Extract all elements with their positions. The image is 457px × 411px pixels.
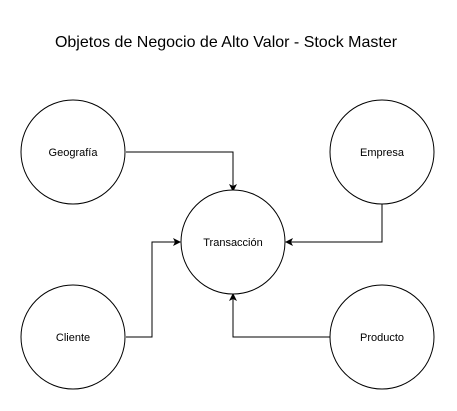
node-empresa: Empresa (329, 99, 435, 205)
node-geografia-circle (20, 99, 126, 205)
node-cliente-circle (20, 284, 126, 390)
node-geografia: Geografía (20, 99, 126, 205)
edge-geografia-transaccion (126, 151, 237, 192)
node-producto-circle (329, 284, 435, 390)
edge-cliente-transaccion (126, 238, 181, 338)
node-geografia-label: Geografía (49, 147, 99, 159)
edge-empresa-transaccion (285, 203, 383, 246)
node-empresa-label: Empresa (360, 147, 405, 159)
node-cliente-label: Cliente (56, 332, 90, 344)
diagram-title: Objetos de Negocio de Alto Valor - Stock… (55, 34, 398, 51)
edge-producto-transaccion (229, 293, 330, 338)
node-cliente: Cliente (20, 284, 126, 390)
node-producto: Producto (329, 284, 435, 390)
node-producto-label: Producto (360, 332, 404, 344)
node-transaccion-label: Transacción (203, 237, 263, 249)
node-transaccion: Transacción (180, 189, 286, 295)
node-empresa-circle (329, 99, 435, 205)
node-transaccion-circle (180, 189, 286, 295)
